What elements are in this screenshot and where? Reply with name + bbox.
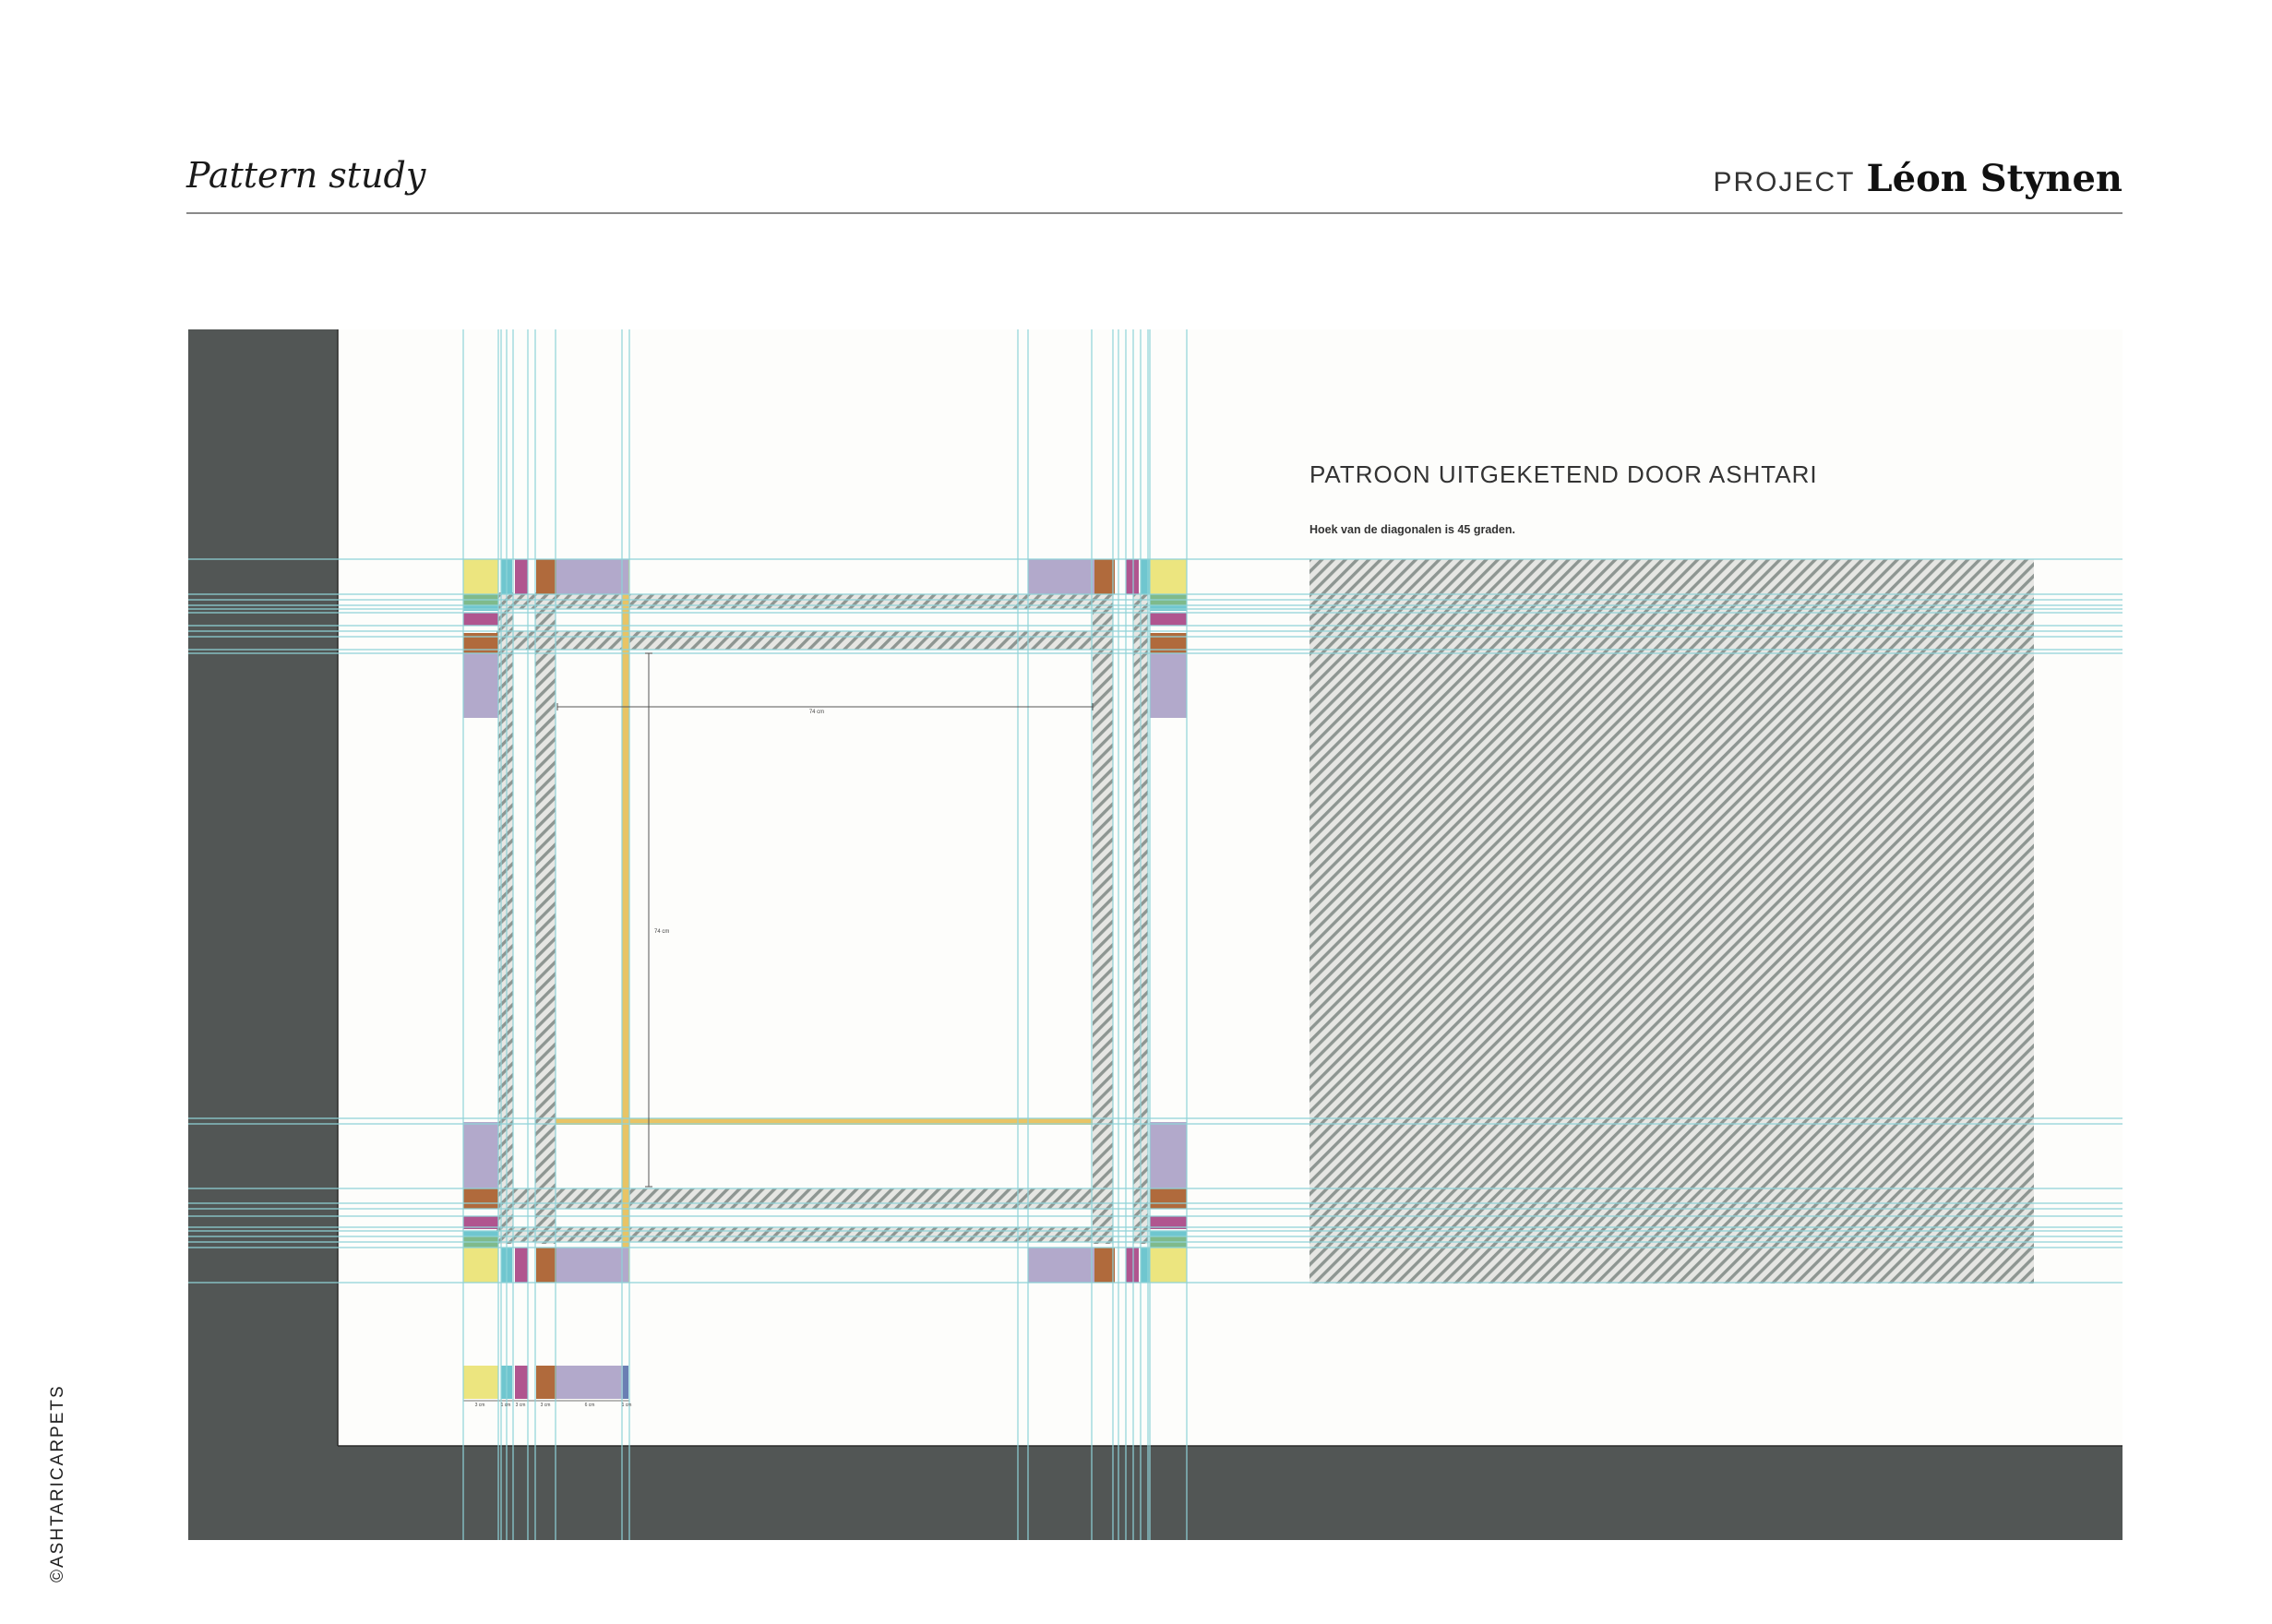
dim-vertical-label: 74 cm <box>654 929 669 935</box>
legend-lavender <box>556 1366 623 1399</box>
legend-label-3: 3 cm <box>516 1403 526 1408</box>
corner-lavender <box>463 1122 498 1188</box>
hatched-band-v <box>498 592 513 1244</box>
legend-label-6: 1 cm <box>622 1403 632 1408</box>
copyright-notice: ©ASHTARICARPETS <box>48 1384 67 1582</box>
corner-magenta <box>463 613 498 626</box>
mustard-line-v <box>622 559 629 1283</box>
corner-teal <box>1150 1231 1187 1236</box>
legend-yellow <box>463 1366 498 1399</box>
legend-blue <box>623 1366 628 1399</box>
legend-label-5: 6 cm <box>585 1403 595 1408</box>
corner-brown <box>536 559 556 594</box>
corner-magenta <box>1150 613 1187 626</box>
corner-teal <box>1150 605 1187 611</box>
corner-yellow <box>463 559 498 594</box>
corner-lavender <box>556 559 628 594</box>
dimension-lines <box>556 652 1094 1188</box>
hatched-band-v <box>1093 592 1113 1244</box>
corner-yellow <box>1150 1248 1187 1283</box>
hatched-band-h <box>496 594 1094 609</box>
corner-brown <box>536 1248 556 1283</box>
corner-brown <box>1150 633 1187 653</box>
hatched-band-v <box>535 592 556 1244</box>
page-title: Pattern study <box>186 155 426 196</box>
corner-lavender <box>556 1248 628 1283</box>
project-heading: PROJECT Léon Stynen <box>1714 157 2123 200</box>
legend-label-4: 3 cm <box>541 1403 551 1408</box>
legend-label-2: 1 cm <box>501 1403 511 1408</box>
corner-magenta <box>463 1216 498 1229</box>
project-name: Léon Stynen <box>1866 157 2123 200</box>
corner-magenta <box>1126 559 1139 594</box>
corner-brown <box>463 633 498 653</box>
corner-brown <box>1094 1248 1115 1283</box>
corner-brown <box>1150 1188 1187 1209</box>
corner-lavender <box>1028 1248 1094 1283</box>
drawing-note: Hoek van de diagonalen is 45 graden. <box>1309 523 1515 536</box>
guide-lines <box>188 329 2123 1540</box>
project-label: PROJECT <box>1713 167 1856 197</box>
corner-magenta <box>1150 1216 1187 1229</box>
corner-lavender <box>463 653 498 718</box>
corner-teal <box>1141 1248 1150 1283</box>
corner-brown <box>1094 559 1115 594</box>
drawing-heading: PATROON UITGEKETEND DOOR ASHTARI <box>1309 460 1818 488</box>
frame-left <box>188 329 339 1540</box>
corner-yellow <box>1150 559 1187 594</box>
corner-lavender <box>1150 653 1187 718</box>
corner-lavender <box>1028 559 1094 594</box>
legend-label-1: 3 cm <box>475 1403 485 1408</box>
header-divider <box>186 212 2123 214</box>
carpet-pattern <box>463 559 2034 1402</box>
mustard-line-h <box>556 1118 1093 1125</box>
dim-horizontal-label: 74 cm <box>809 710 824 715</box>
corner-teal <box>1141 559 1150 594</box>
hatched-band-h <box>496 631 1094 650</box>
corner-magenta <box>515 559 528 594</box>
legend-magenta <box>515 1366 528 1399</box>
hatch-swatch <box>1309 559 2034 1284</box>
legend-brown <box>536 1366 556 1399</box>
corner-magenta <box>1126 1248 1139 1283</box>
corner-brown <box>463 1188 498 1209</box>
frame-bottom <box>188 1445 2123 1540</box>
corner-yellow <box>463 1248 498 1283</box>
corner-magenta <box>515 1248 528 1283</box>
hatched-band-h <box>496 1188 1094 1209</box>
corner-teal <box>463 605 498 611</box>
hatched-band-h <box>496 1227 1094 1242</box>
corner-teal <box>463 1231 498 1236</box>
corner-lavender <box>1150 1122 1187 1188</box>
